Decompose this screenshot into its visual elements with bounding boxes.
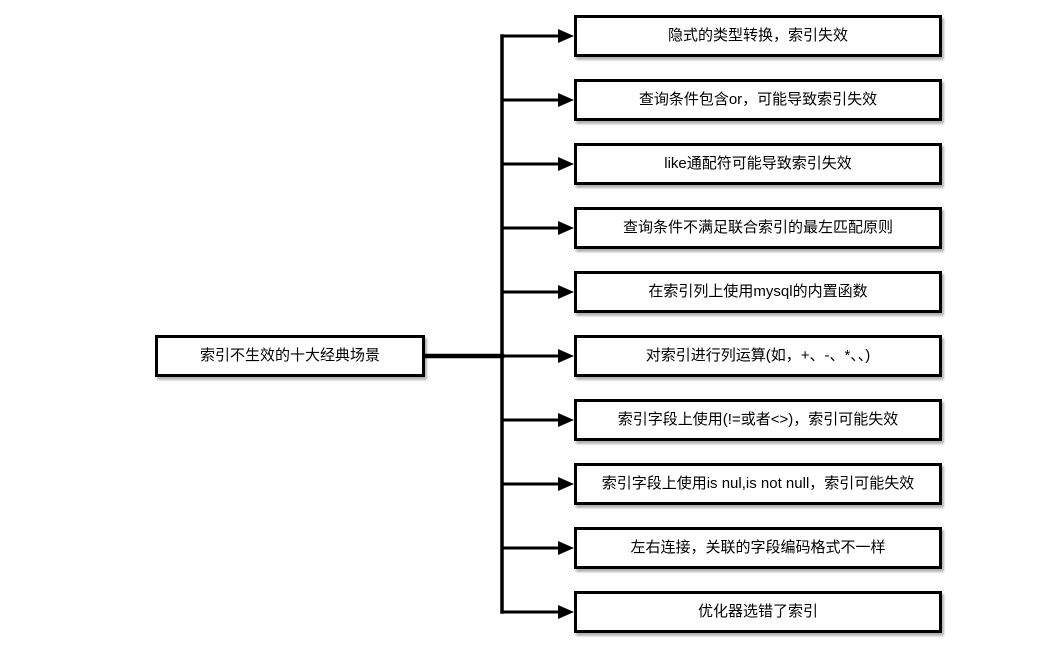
leaf-node-label: 索引字段上使用is nul,is not null，索引可能失效 xyxy=(601,474,915,492)
leaf-node-not-equal-operator: 索引字段上使用(!=或者<>)，索引可能失效 xyxy=(574,399,942,441)
leaf-node-list: 隐式的类型转换，索引失效 查询条件包含or，可能导致索引失效 like通配符可能… xyxy=(574,15,942,633)
leaf-node-label: 查询条件不满足联合索引的最左匹配原则 xyxy=(622,218,893,236)
root-node-label: 索引不生效的十大经典场景 xyxy=(199,346,380,364)
leaf-node-label: 索引字段上使用(!=或者<>)，索引可能失效 xyxy=(617,410,899,428)
leaf-node-label: 优化器选错了索引 xyxy=(697,602,818,620)
leaf-node-label: like通配符可能导致索引失效 xyxy=(664,154,852,172)
leaf-node-leftmost-prefix: 查询条件不满足联合索引的最左匹配原则 xyxy=(574,207,942,249)
root-node: 索引不生效的十大经典场景 xyxy=(155,335,425,377)
leaf-node-label: 对索引进行列运算(如，+、-、*、、) xyxy=(645,346,871,364)
leaf-node-label: 左右连接，关联的字段编码格式不一样 xyxy=(630,538,886,556)
leaf-node-optimizer-wrong-index: 优化器选错了索引 xyxy=(574,591,942,633)
leaf-node-label: 隐式的类型转换，索引失效 xyxy=(667,26,848,44)
leaf-node-or-condition: 查询条件包含or，可能导致索引失效 xyxy=(574,79,942,121)
leaf-node-like-wildcard: like通配符可能导致索引失效 xyxy=(574,143,942,185)
leaf-node-label: 查询条件包含or，可能导致索引失效 xyxy=(638,90,878,108)
leaf-node-label: 在索引列上使用mysql的内置函数 xyxy=(648,282,868,300)
leaf-node-column-computation: 对索引进行列运算(如，+、-、*、、) xyxy=(574,335,942,377)
leaf-node-join-encoding: 左右连接，关联的字段编码格式不一样 xyxy=(574,527,942,569)
leaf-node-builtin-function: 在索引列上使用mysql的内置函数 xyxy=(574,271,942,313)
leaf-node-implicit-type-conversion: 隐式的类型转换，索引失效 xyxy=(574,15,942,57)
leaf-node-is-null: 索引字段上使用is nul,is not null，索引可能失效 xyxy=(574,463,942,505)
